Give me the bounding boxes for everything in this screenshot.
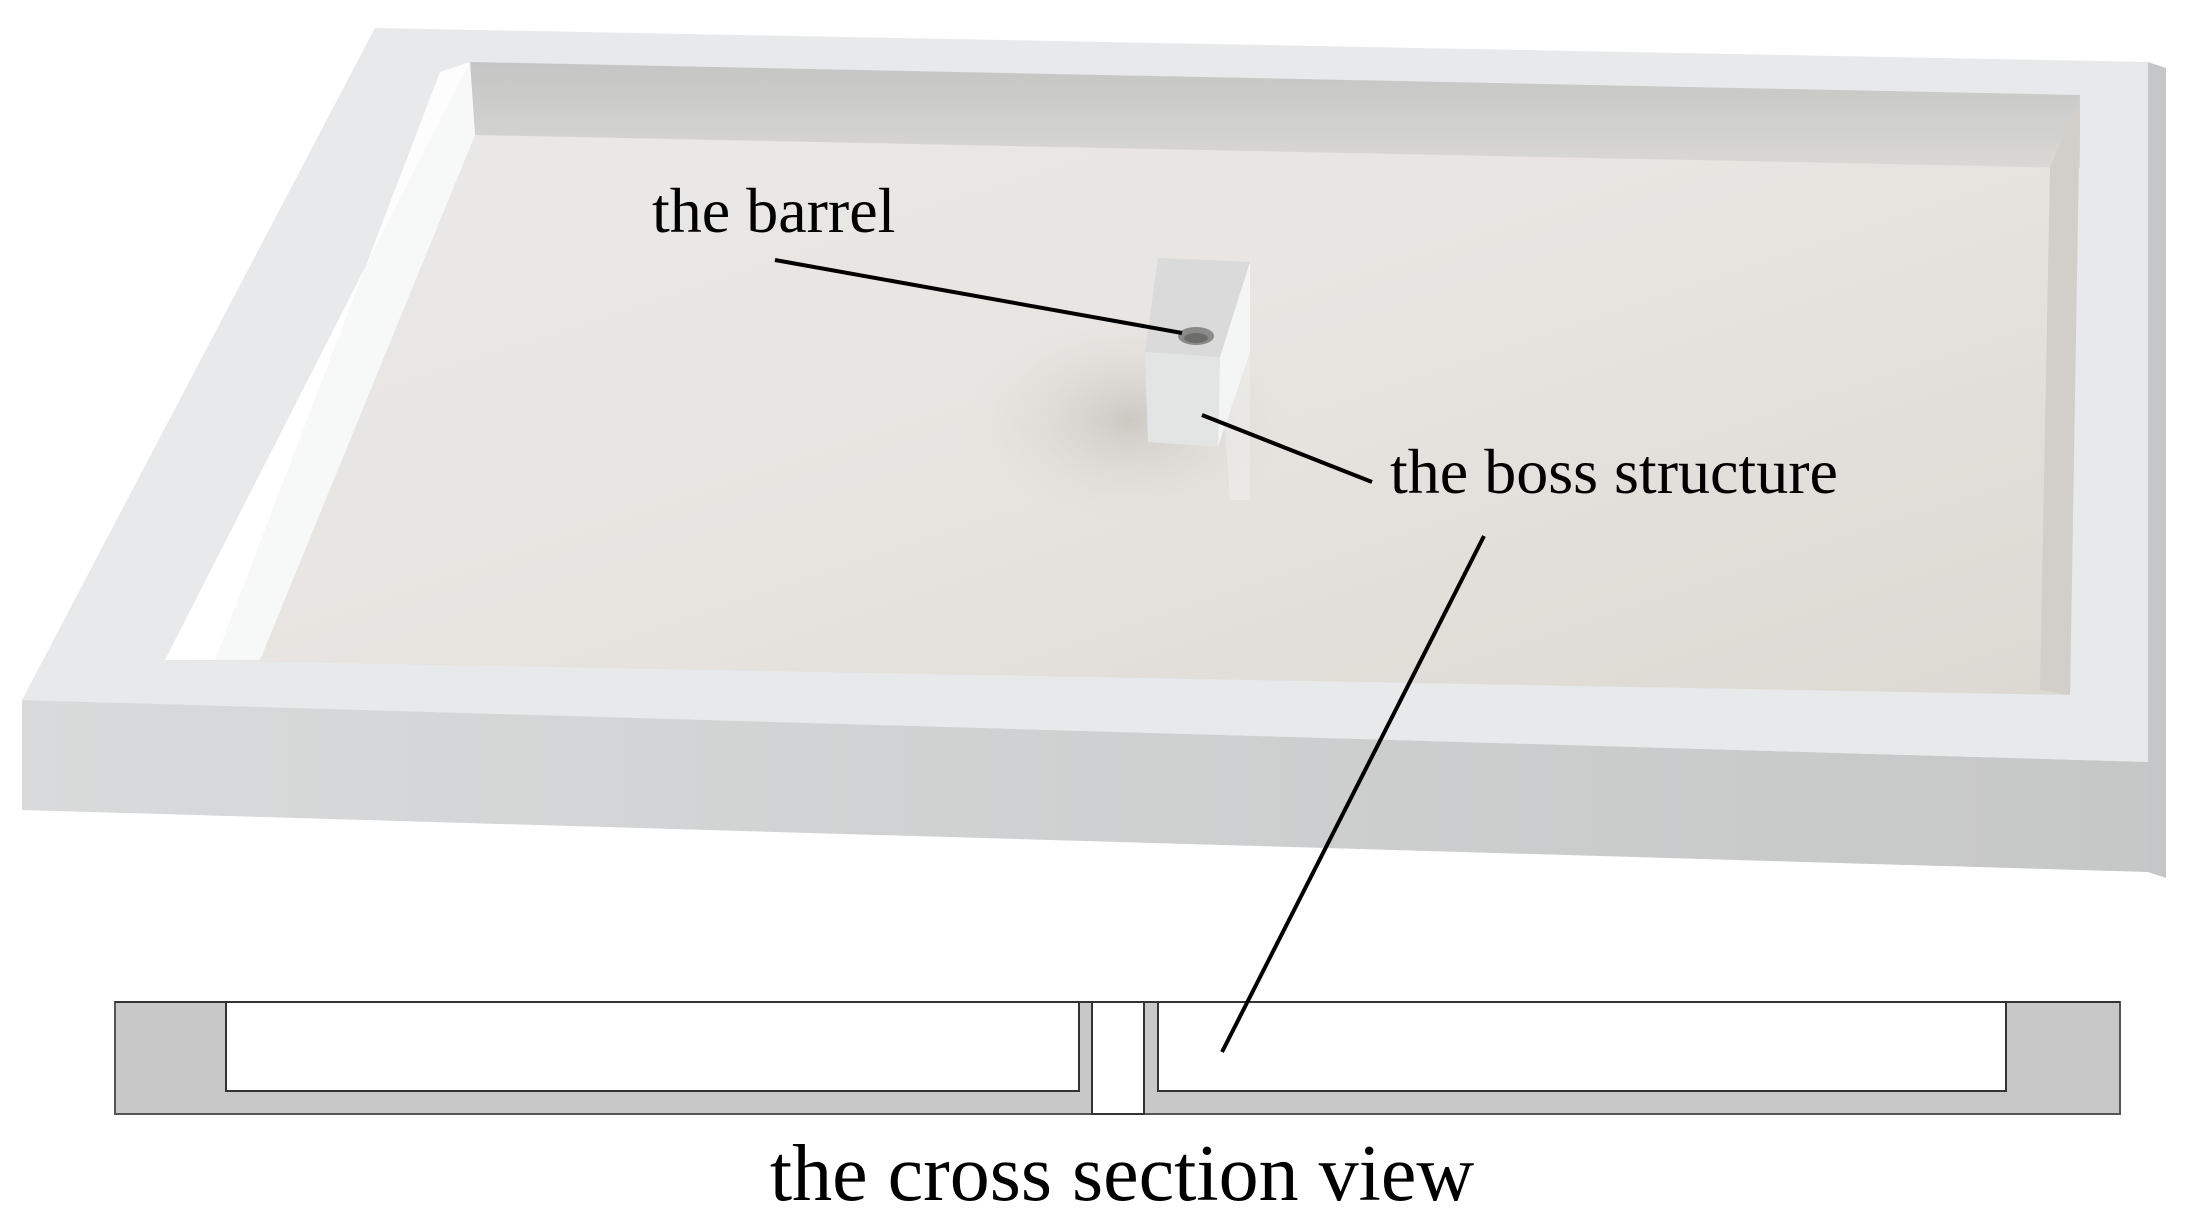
tray-front-face [22, 700, 2148, 872]
section-cavity-right [1157, 1001, 2007, 1092]
barrel-label: the barrel [652, 175, 895, 246]
boss-structure-label: the boss structure [1390, 436, 1838, 507]
tray-render [22, 28, 2166, 878]
boss-leader [1201, 413, 1373, 484]
cross-section-label: the cross section view [770, 1130, 1474, 1218]
section-barrel-slot [1091, 1001, 1145, 1115]
cross-section [114, 1001, 2121, 1115]
tray-right-face [2148, 62, 2166, 878]
boss-front [1145, 352, 1220, 447]
barrel-leader [774, 258, 1183, 335]
section-cavity-left [225, 1001, 1080, 1092]
leader-lines [774, 258, 1486, 1053]
section-leader [1220, 535, 1486, 1053]
boss-side [1218, 262, 1250, 447]
tray-back-wall [470, 62, 2080, 168]
tray-right-inner-wall [2040, 95, 2080, 695]
